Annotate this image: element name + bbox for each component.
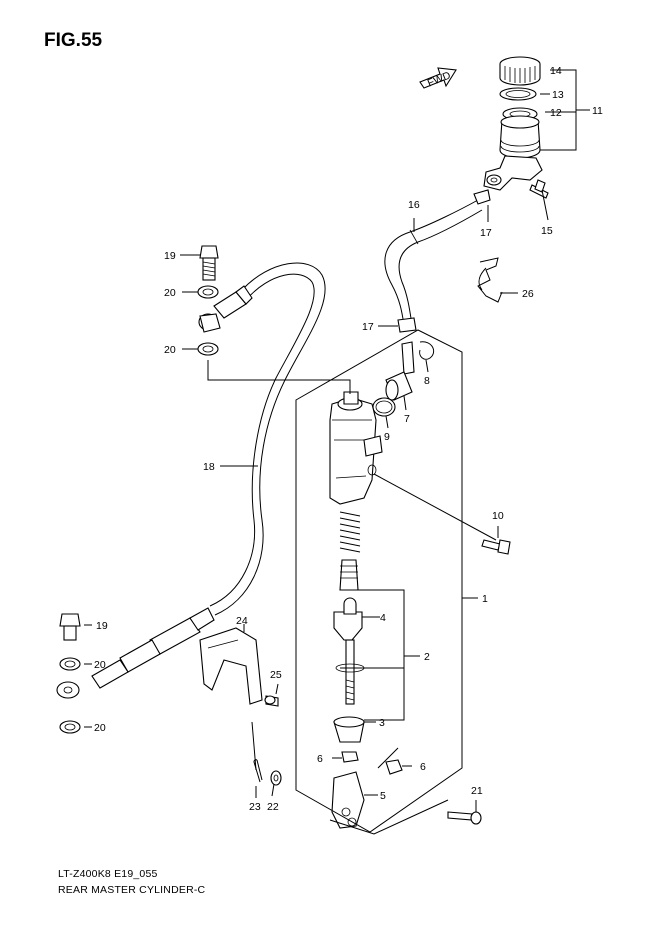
gasket-upper-2	[197, 342, 219, 356]
reservoir-diaphragm	[499, 87, 537, 101]
callout-13: 13	[552, 89, 564, 101]
master-cylinder-body	[329, 391, 383, 505]
gasket-lower-1	[59, 657, 81, 671]
callout-17-lower: 17	[362, 321, 374, 333]
callout-23: 23	[249, 801, 261, 813]
model-code: LT-Z400K8 E19_055	[58, 868, 158, 880]
callout-24: 24	[236, 615, 248, 627]
fwd-label: FWD	[426, 69, 453, 89]
hose-end-lower	[91, 607, 215, 689]
callout-20-3: 20	[94, 659, 106, 671]
callout-25: 25	[270, 669, 282, 681]
circlip	[419, 341, 435, 360]
banjo-fitting-upper	[198, 313, 221, 333]
lock-nut-left	[341, 751, 359, 763]
mounting-bolt	[481, 539, 511, 555]
piston-spring	[339, 511, 361, 553]
callout-1: 1	[482, 593, 488, 605]
callout-21: 21	[471, 785, 483, 797]
piston-assembly	[333, 597, 365, 705]
union-bolt-upper	[199, 245, 219, 281]
gasket-upper-1	[197, 285, 219, 299]
callout-10: 10	[492, 510, 504, 522]
callout-6-left: 6	[317, 753, 323, 765]
hose-end-upper	[213, 285, 253, 319]
clevis-pin-bolt	[447, 811, 482, 825]
diagram-caption: REAR MASTER CYLINDER-C	[58, 884, 206, 896]
callout-18: 18	[203, 461, 215, 473]
callout-16: 16	[408, 199, 420, 211]
callout-2: 2	[424, 651, 430, 663]
callout-9: 9	[384, 431, 390, 443]
callout-7: 7	[404, 413, 410, 425]
washer	[270, 770, 282, 786]
callout-19-upper: 19	[164, 250, 176, 262]
reservoir-cap	[499, 56, 541, 86]
callout-15: 15	[541, 225, 553, 237]
figure-title: FIG.55	[44, 30, 103, 51]
clamp-bolt	[264, 695, 279, 707]
gasket-lower-2	[59, 720, 81, 734]
callout-20-4: 20	[94, 722, 106, 734]
hose-clip	[477, 257, 503, 303]
hose-clamp-upper	[473, 189, 491, 205]
callout-19-lower: 19	[96, 620, 108, 632]
reservoir-bolt	[529, 179, 549, 199]
callout-5: 5	[380, 790, 386, 802]
piston-boot	[333, 716, 365, 743]
o-ring	[372, 397, 396, 417]
hose-clamp-lower	[397, 317, 417, 333]
callout-3: 3	[379, 717, 385, 729]
callout-8: 8	[424, 375, 430, 387]
banjo-fitting-lower	[56, 681, 80, 699]
callout-26: 26	[522, 288, 534, 300]
callout-22: 22	[267, 801, 279, 813]
reservoir-hose	[384, 199, 483, 326]
piston-cup	[339, 559, 359, 591]
assembly-boundary	[295, 329, 463, 833]
callout-17-upper: 17	[480, 227, 492, 239]
hose-clamp-bracket	[199, 627, 263, 705]
callout-20-2: 20	[164, 344, 176, 356]
callout-6-right: 6	[420, 761, 426, 773]
reservoir-tank	[483, 115, 543, 191]
clevis	[331, 771, 365, 829]
callout-20-1: 20	[164, 287, 176, 299]
hose-connector	[385, 341, 415, 401]
callout-14: 14	[550, 65, 562, 77]
callout-4: 4	[380, 612, 386, 624]
lock-nut-right	[385, 759, 403, 775]
leader-lines	[84, 69, 590, 835]
forward-arrow-icon: FWD	[419, 67, 457, 89]
callout-11: 11	[592, 105, 603, 117]
union-bolt-lower	[59, 613, 81, 641]
callout-12: 12	[550, 107, 562, 119]
